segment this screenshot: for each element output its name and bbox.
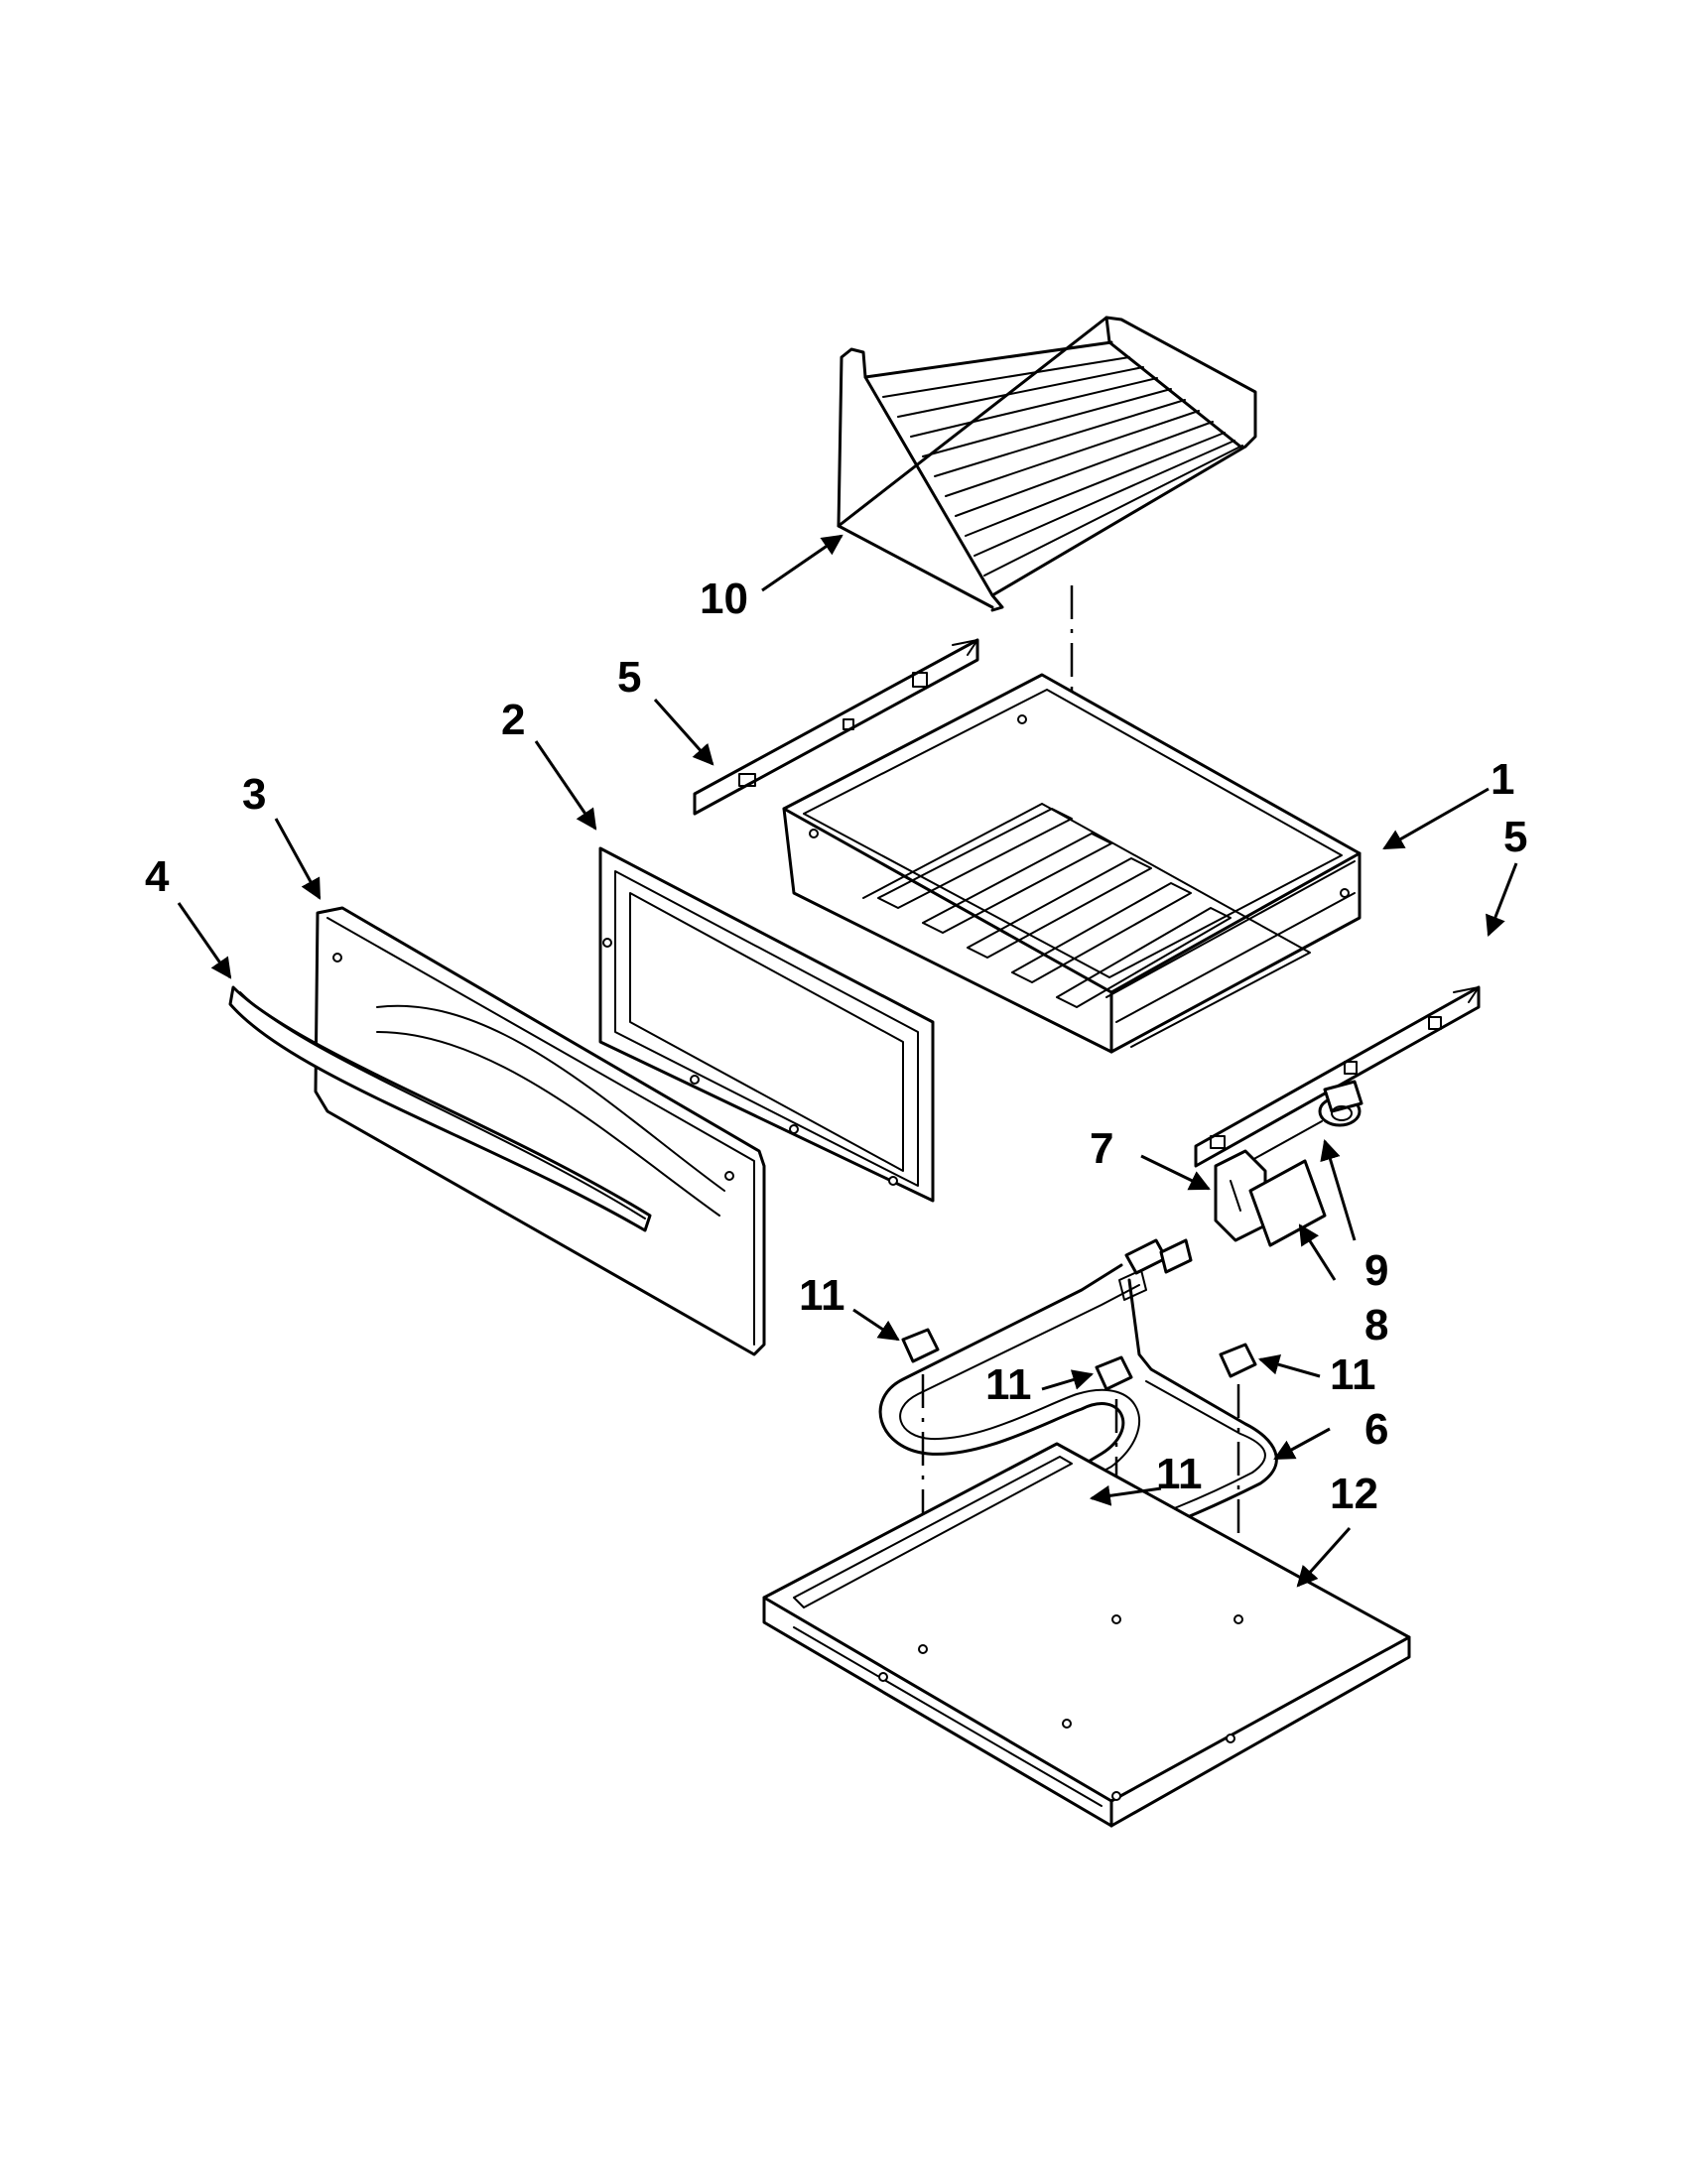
callout-12: 12 — [1330, 1470, 1378, 1518]
callout-11-right: 11 — [1330, 1350, 1376, 1399]
outer-door-panel — [314, 906, 766, 1356]
thermostat — [1249, 1080, 1363, 1162]
callout-6: 6 — [1364, 1405, 1388, 1454]
door-handle — [228, 985, 652, 1232]
callout-3: 3 — [242, 770, 266, 819]
callout-7: 7 — [1090, 1124, 1113, 1173]
callout-4: 4 — [145, 852, 170, 901]
callout-10: 10 — [700, 575, 748, 623]
callout-8: 8 — [1364, 1301, 1388, 1349]
callout-11-lower: 11 — [1156, 1450, 1203, 1498]
base-panel — [762, 1442, 1411, 1828]
drawer-slide-upper — [693, 638, 979, 816]
callout-2: 2 — [501, 696, 525, 744]
callout-9: 9 — [1364, 1246, 1388, 1295]
drawer-body — [782, 673, 1362, 1054]
callout-5-upper: 5 — [617, 653, 641, 702]
drawer-slide-lower — [1194, 985, 1481, 1168]
wire-rack — [837, 316, 1257, 612]
callout-11-center: 11 — [985, 1360, 1032, 1409]
callout-1: 1 — [1491, 755, 1514, 804]
leader-arrows — [177, 534, 1518, 1588]
callout-5-lower: 5 — [1503, 813, 1527, 861]
callout-11-left: 11 — [799, 1271, 845, 1320]
inner-door-panel — [598, 846, 935, 1203]
callout-labels: 10 5 2 3 4 1 5 7 9 8 11 11 11 6 11 12 — [145, 575, 1527, 1518]
